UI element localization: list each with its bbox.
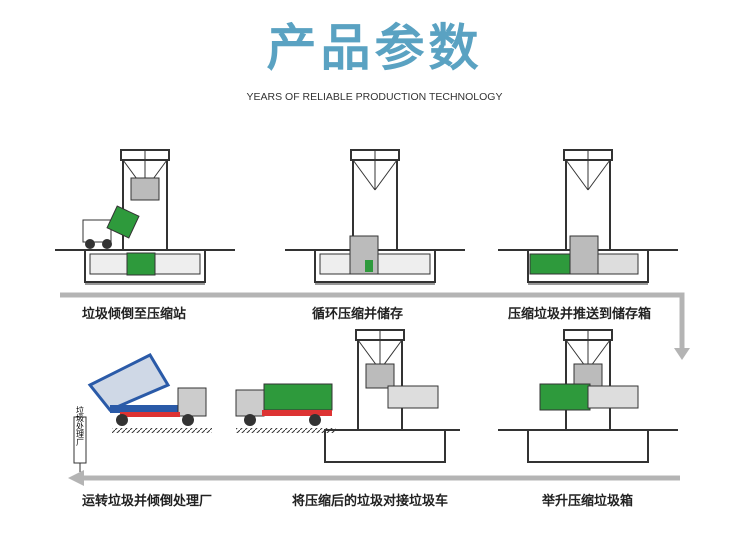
flow-arrow-top (60, 292, 685, 352)
arrow-head-down (674, 348, 690, 360)
sign-text: 垃圾处理厂 (76, 405, 85, 447)
gantry-tower (563, 149, 613, 251)
compactor-box (569, 235, 599, 275)
garbage-truck-dumping (87, 353, 212, 433)
step-caption: 压缩垃圾并推送到储存箱 (508, 307, 652, 322)
compactor-box (365, 363, 395, 389)
step-caption: 举升压缩垃圾箱 (542, 494, 634, 509)
step-caption: 运转垃圾并倾倒处理厂 (82, 494, 213, 509)
station-docking (324, 329, 460, 463)
station-pushing (497, 149, 679, 285)
garbage-truck-docking (235, 383, 336, 433)
garbage-truck-small (82, 205, 140, 249)
step-caption: 循环压缩并储存 (312, 307, 404, 322)
station-lifting (498, 329, 678, 463)
container (539, 383, 591, 411)
compactor-box (130, 177, 160, 201)
page-title: 产品参数 (266, 19, 483, 77)
container (126, 252, 156, 276)
station-compressing (284, 149, 466, 285)
gantry-tower (350, 149, 400, 251)
step-caption: 垃圾倾倒至压缩站 (82, 307, 187, 322)
step-caption: 将压缩后的垃圾对接垃圾车 (292, 494, 449, 509)
page-subtitle: YEARS OF RELIABLE PRODUCTION TECHNOLOGY (246, 91, 503, 103)
arrow-head-left (68, 470, 84, 486)
station-dumping (54, 149, 236, 285)
compactor-box (349, 235, 379, 275)
